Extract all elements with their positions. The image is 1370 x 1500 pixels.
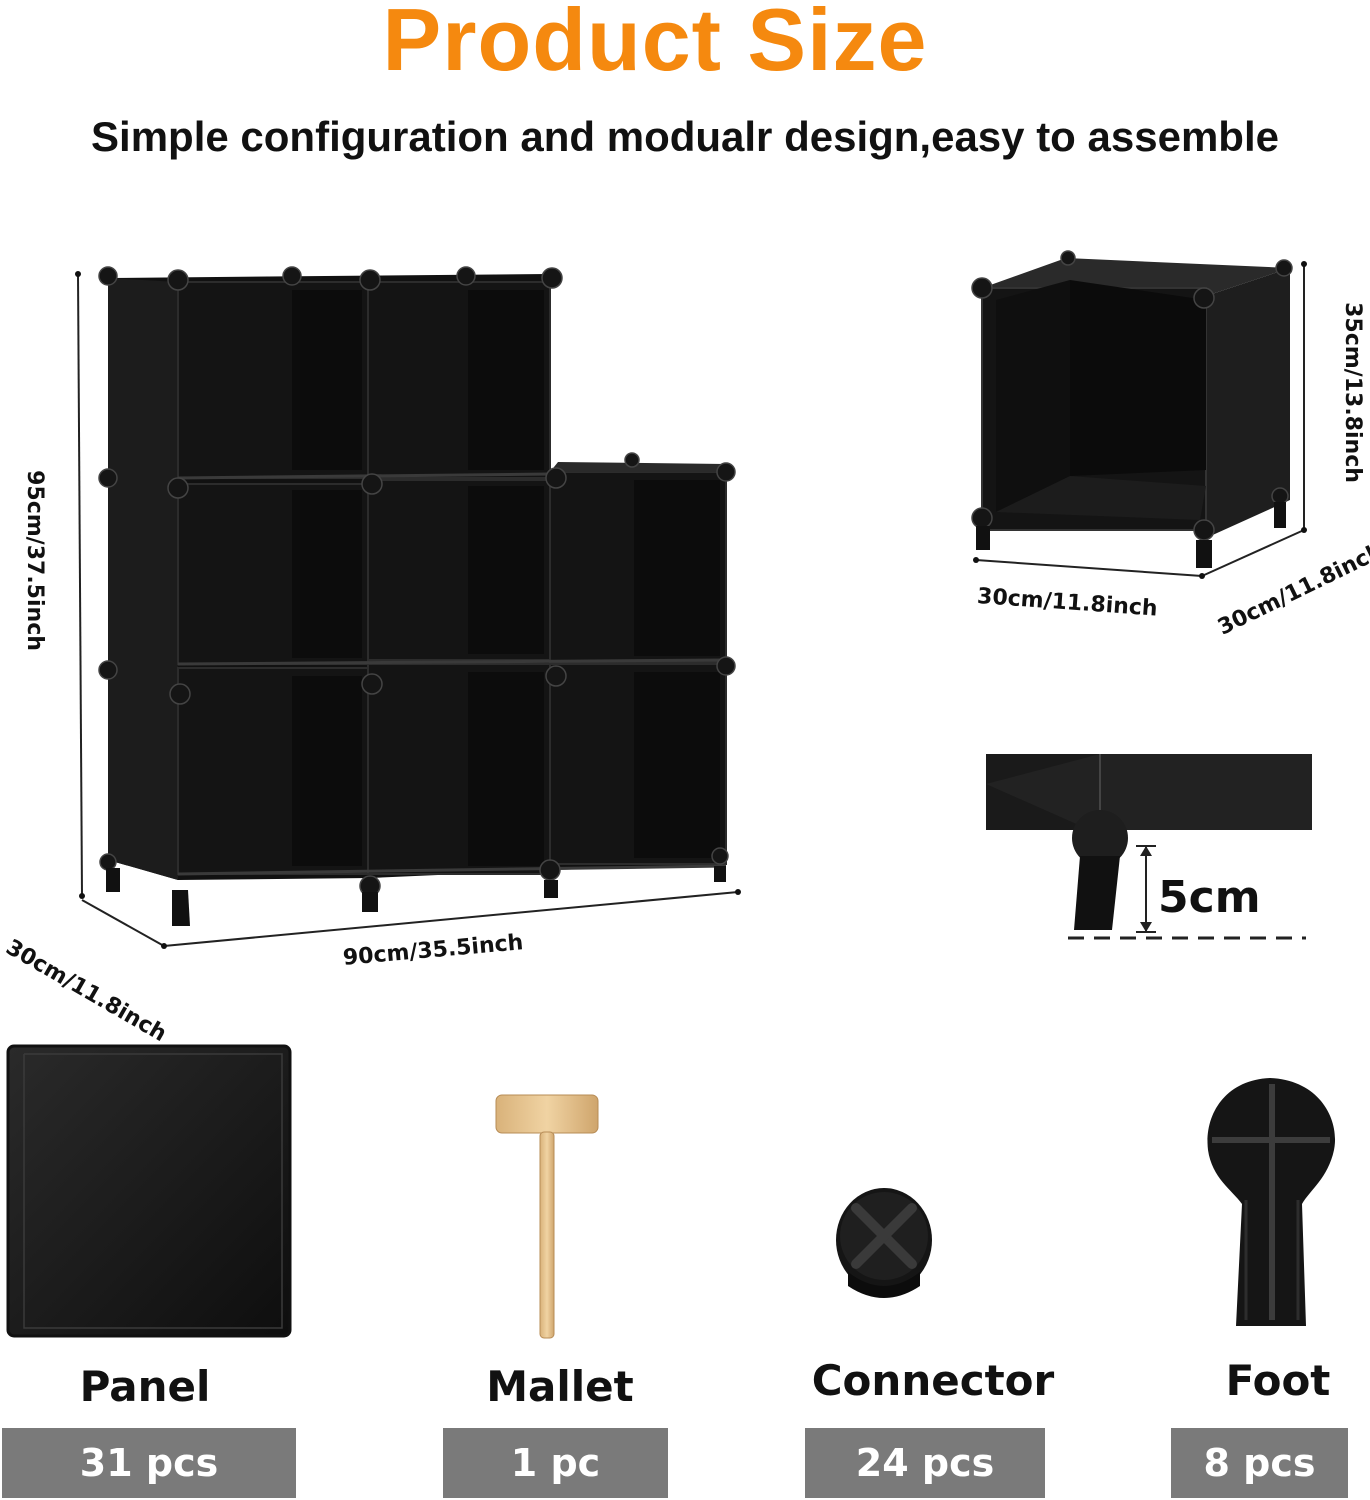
main-cube-unit: [98, 266, 736, 926]
main-dimension-lines: [77, 273, 739, 947]
page-subtitle: Simple configuration and modualr design,…: [91, 113, 1279, 160]
part-qty-mallet: 1 pc: [443, 1428, 668, 1498]
main-height-label: 95cm/37.5inch: [21, 470, 47, 651]
single-cube-dimension-lines: [975, 264, 1305, 577]
panel-image: [6, 1044, 292, 1338]
part-qty-foot: 8 pcs: [1171, 1428, 1348, 1498]
foot-image: [1207, 1078, 1336, 1326]
part-name-connector: Connector: [811, 1356, 1055, 1405]
part-qty-panel: 31 pcs: [2, 1428, 296, 1498]
foot-height-label: 5cm: [1158, 872, 1261, 923]
part-qty-connector: 24 pcs: [805, 1428, 1045, 1498]
foot-detail: [986, 754, 1312, 940]
cube-height-label: 35cm/13.8inch: [1339, 302, 1365, 483]
part-name-panel: Panel: [79, 1362, 211, 1411]
part-name-mallet: Mallet: [486, 1362, 634, 1411]
part-name-foot: Foot: [1225, 1356, 1331, 1405]
page-title: Product Size: [382, 0, 928, 89]
single-cube: [971, 250, 1293, 568]
connector-image: [836, 1188, 932, 1298]
mallet-image: [495, 1094, 599, 1339]
